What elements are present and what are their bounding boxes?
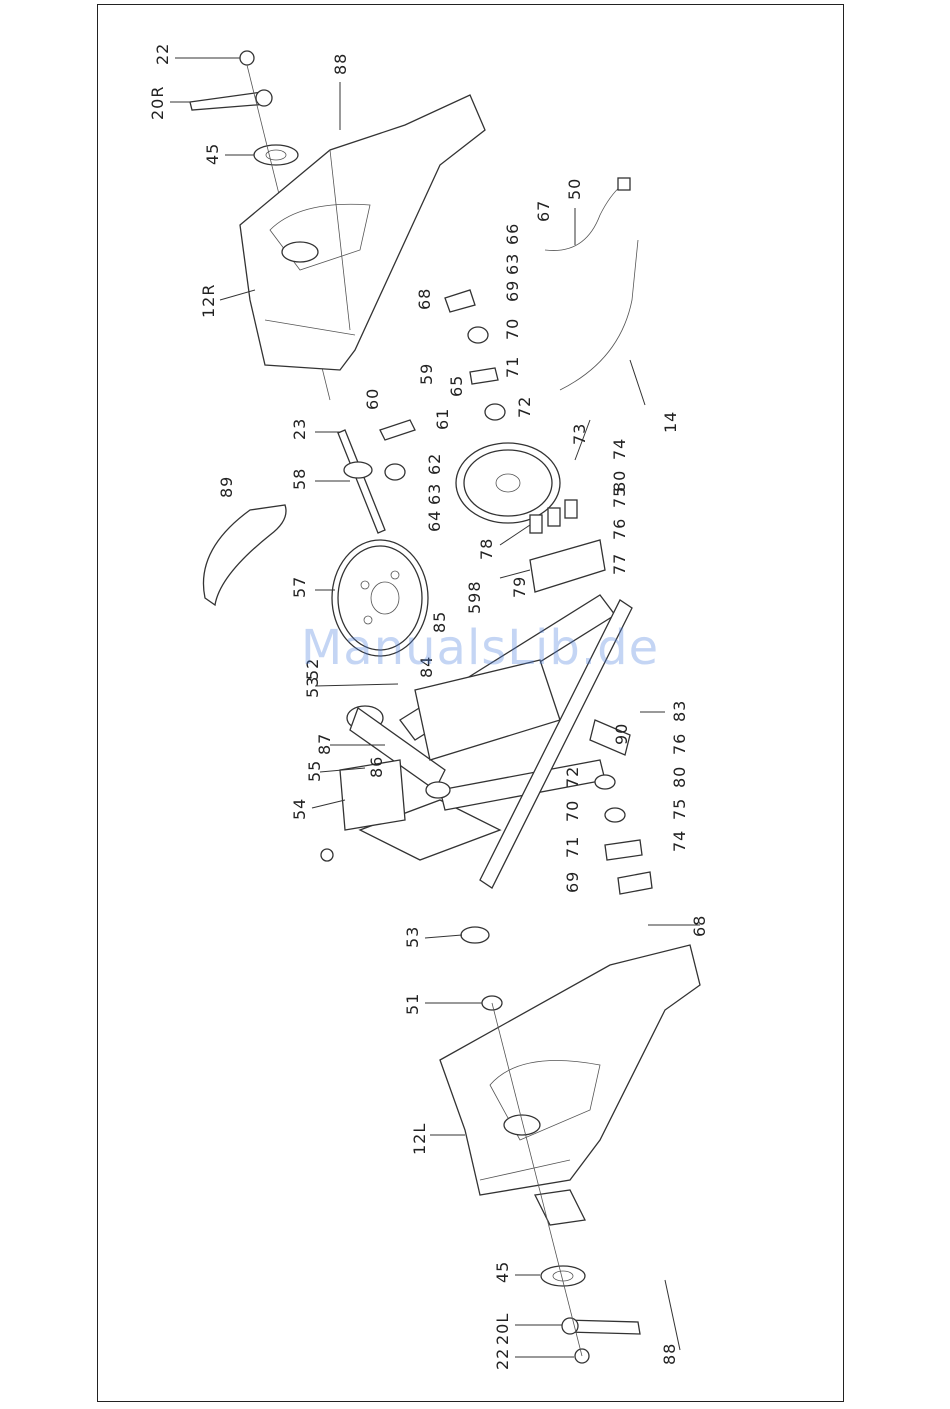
callout-59: 59	[417, 363, 436, 385]
callout-84: 84	[417, 656, 436, 678]
callout-22: 22	[153, 43, 172, 65]
callout-70: 70	[563, 800, 582, 822]
callout-69: 69	[503, 280, 522, 302]
callout-76: 76	[610, 518, 629, 540]
callout-69: 69	[563, 871, 582, 893]
callout-12L: 12L	[410, 1123, 429, 1155]
callout-85: 85	[430, 611, 449, 633]
callout-62: 62	[425, 453, 444, 475]
callout-12R: 12R	[199, 284, 218, 318]
callout-63: 63	[503, 253, 522, 275]
callout-20L: 20L	[493, 1313, 512, 1345]
right-side-cover	[240, 95, 485, 370]
callout-53: 53	[403, 926, 422, 948]
callout-63: 63	[425, 483, 444, 505]
callout-72: 72	[515, 396, 534, 418]
callout-89: 89	[217, 476, 236, 498]
callout-50: 50	[565, 178, 584, 200]
callout-75: 75	[670, 798, 689, 820]
callout-64: 64	[425, 510, 444, 532]
callout-66: 66	[503, 223, 522, 245]
callout-72: 72	[563, 766, 582, 788]
callout-68: 68	[690, 915, 709, 937]
callout-74: 74	[670, 830, 689, 852]
callout-22: 22	[493, 1348, 512, 1370]
callout-45: 45	[493, 1261, 512, 1283]
callout-80: 80	[670, 766, 689, 788]
callout-90: 90	[612, 723, 631, 745]
callout-79: 79	[510, 576, 529, 598]
left-side-cover	[440, 945, 700, 1225]
callout-87: 87	[315, 733, 334, 755]
callout-68: 68	[415, 288, 434, 310]
callout-14: 14	[661, 411, 680, 433]
callout-83: 83	[670, 700, 689, 722]
drive-belt-89	[203, 505, 286, 605]
pulley-57	[332, 540, 428, 656]
callout-67: 67	[534, 200, 553, 222]
callout-54: 54	[290, 798, 309, 820]
callout-74: 74	[610, 438, 629, 460]
callout-53: 53	[303, 676, 322, 698]
callout-51: 51	[403, 993, 422, 1015]
callout-57: 57	[290, 576, 309, 598]
callout-598: 598	[465, 580, 484, 614]
callout-70: 70	[503, 318, 522, 340]
callout-65: 65	[447, 375, 466, 397]
callout-88: 88	[331, 53, 350, 75]
callout-73: 73	[570, 423, 589, 445]
callout-20R: 20R	[148, 86, 167, 120]
callout-71: 71	[563, 836, 582, 858]
callout-23: 23	[290, 418, 309, 440]
callout-75: 75	[610, 486, 629, 508]
callout-61: 61	[433, 408, 452, 430]
callout-58: 58	[290, 468, 309, 490]
callout-77: 77	[610, 553, 629, 575]
callout-76: 76	[670, 733, 689, 755]
callout-60: 60	[363, 388, 382, 410]
callout-45: 45	[203, 143, 222, 165]
flywheel-73	[456, 443, 560, 523]
cables	[545, 178, 638, 390]
callout-86: 86	[367, 756, 386, 778]
callout-88: 88	[660, 1343, 679, 1365]
callout-78: 78	[477, 538, 496, 560]
callout-71: 71	[503, 356, 522, 378]
callout-55: 55	[305, 760, 324, 782]
